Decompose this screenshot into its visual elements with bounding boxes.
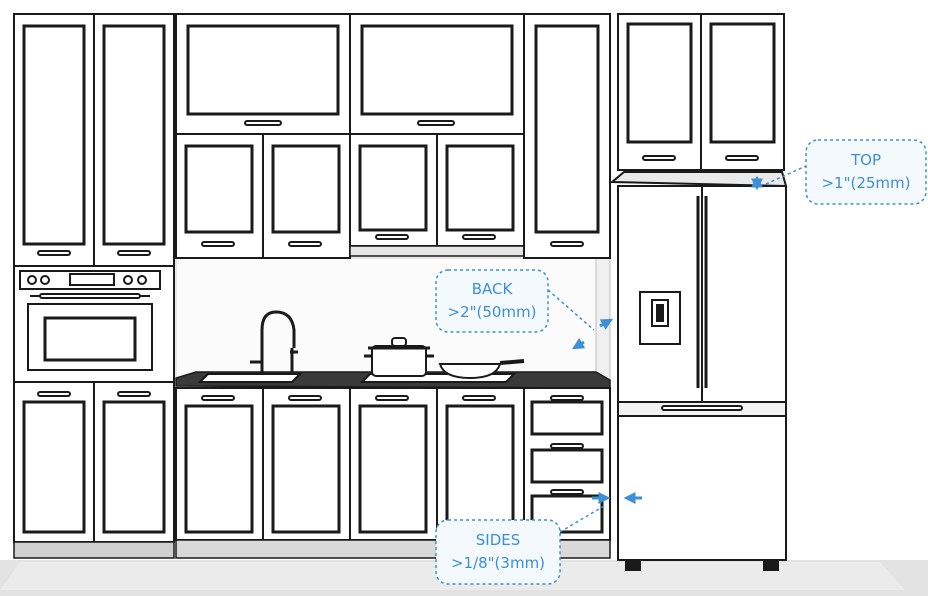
wall-oven	[13, 265, 175, 383]
sink	[197, 310, 303, 383]
sides-callout-value: >1/8"(3mm)	[451, 554, 545, 572]
back-callout-leader	[547, 289, 595, 331]
sides-callout-leader	[559, 505, 605, 533]
cooking-pot	[364, 337, 434, 377]
upper-cabinets	[175, 13, 525, 259]
fridge-top-cabinet	[617, 13, 785, 171]
back-callout: BACK >2"(50mm)	[435, 269, 549, 333]
frying-pan	[438, 359, 525, 380]
top-callout-leader	[765, 165, 807, 185]
top-callout-title: TOP	[850, 151, 881, 169]
sides-callout: SIDES >1/8"(3mm)	[435, 519, 561, 585]
top-callout: TOP >1"(25mm)	[805, 139, 927, 205]
back-callout-value: >2"(50mm)	[447, 303, 536, 321]
base-cabinets	[175, 387, 525, 541]
left-tall-pantry	[13, 13, 175, 267]
sides-callout-title: SIDES	[476, 531, 521, 549]
range-hood-strip	[349, 245, 525, 257]
tall-narrow-cabinet	[523, 13, 611, 259]
top-callout-value: >1"(25mm)	[821, 174, 910, 192]
french-door-refrigerator	[609, 171, 788, 571]
back-callout-title: BACK	[472, 280, 514, 298]
left-plinth	[13, 541, 175, 559]
back-clearance-arrows	[571, 318, 614, 350]
left-base-cabinet	[13, 381, 175, 543]
drawer-stack	[523, 387, 611, 541]
